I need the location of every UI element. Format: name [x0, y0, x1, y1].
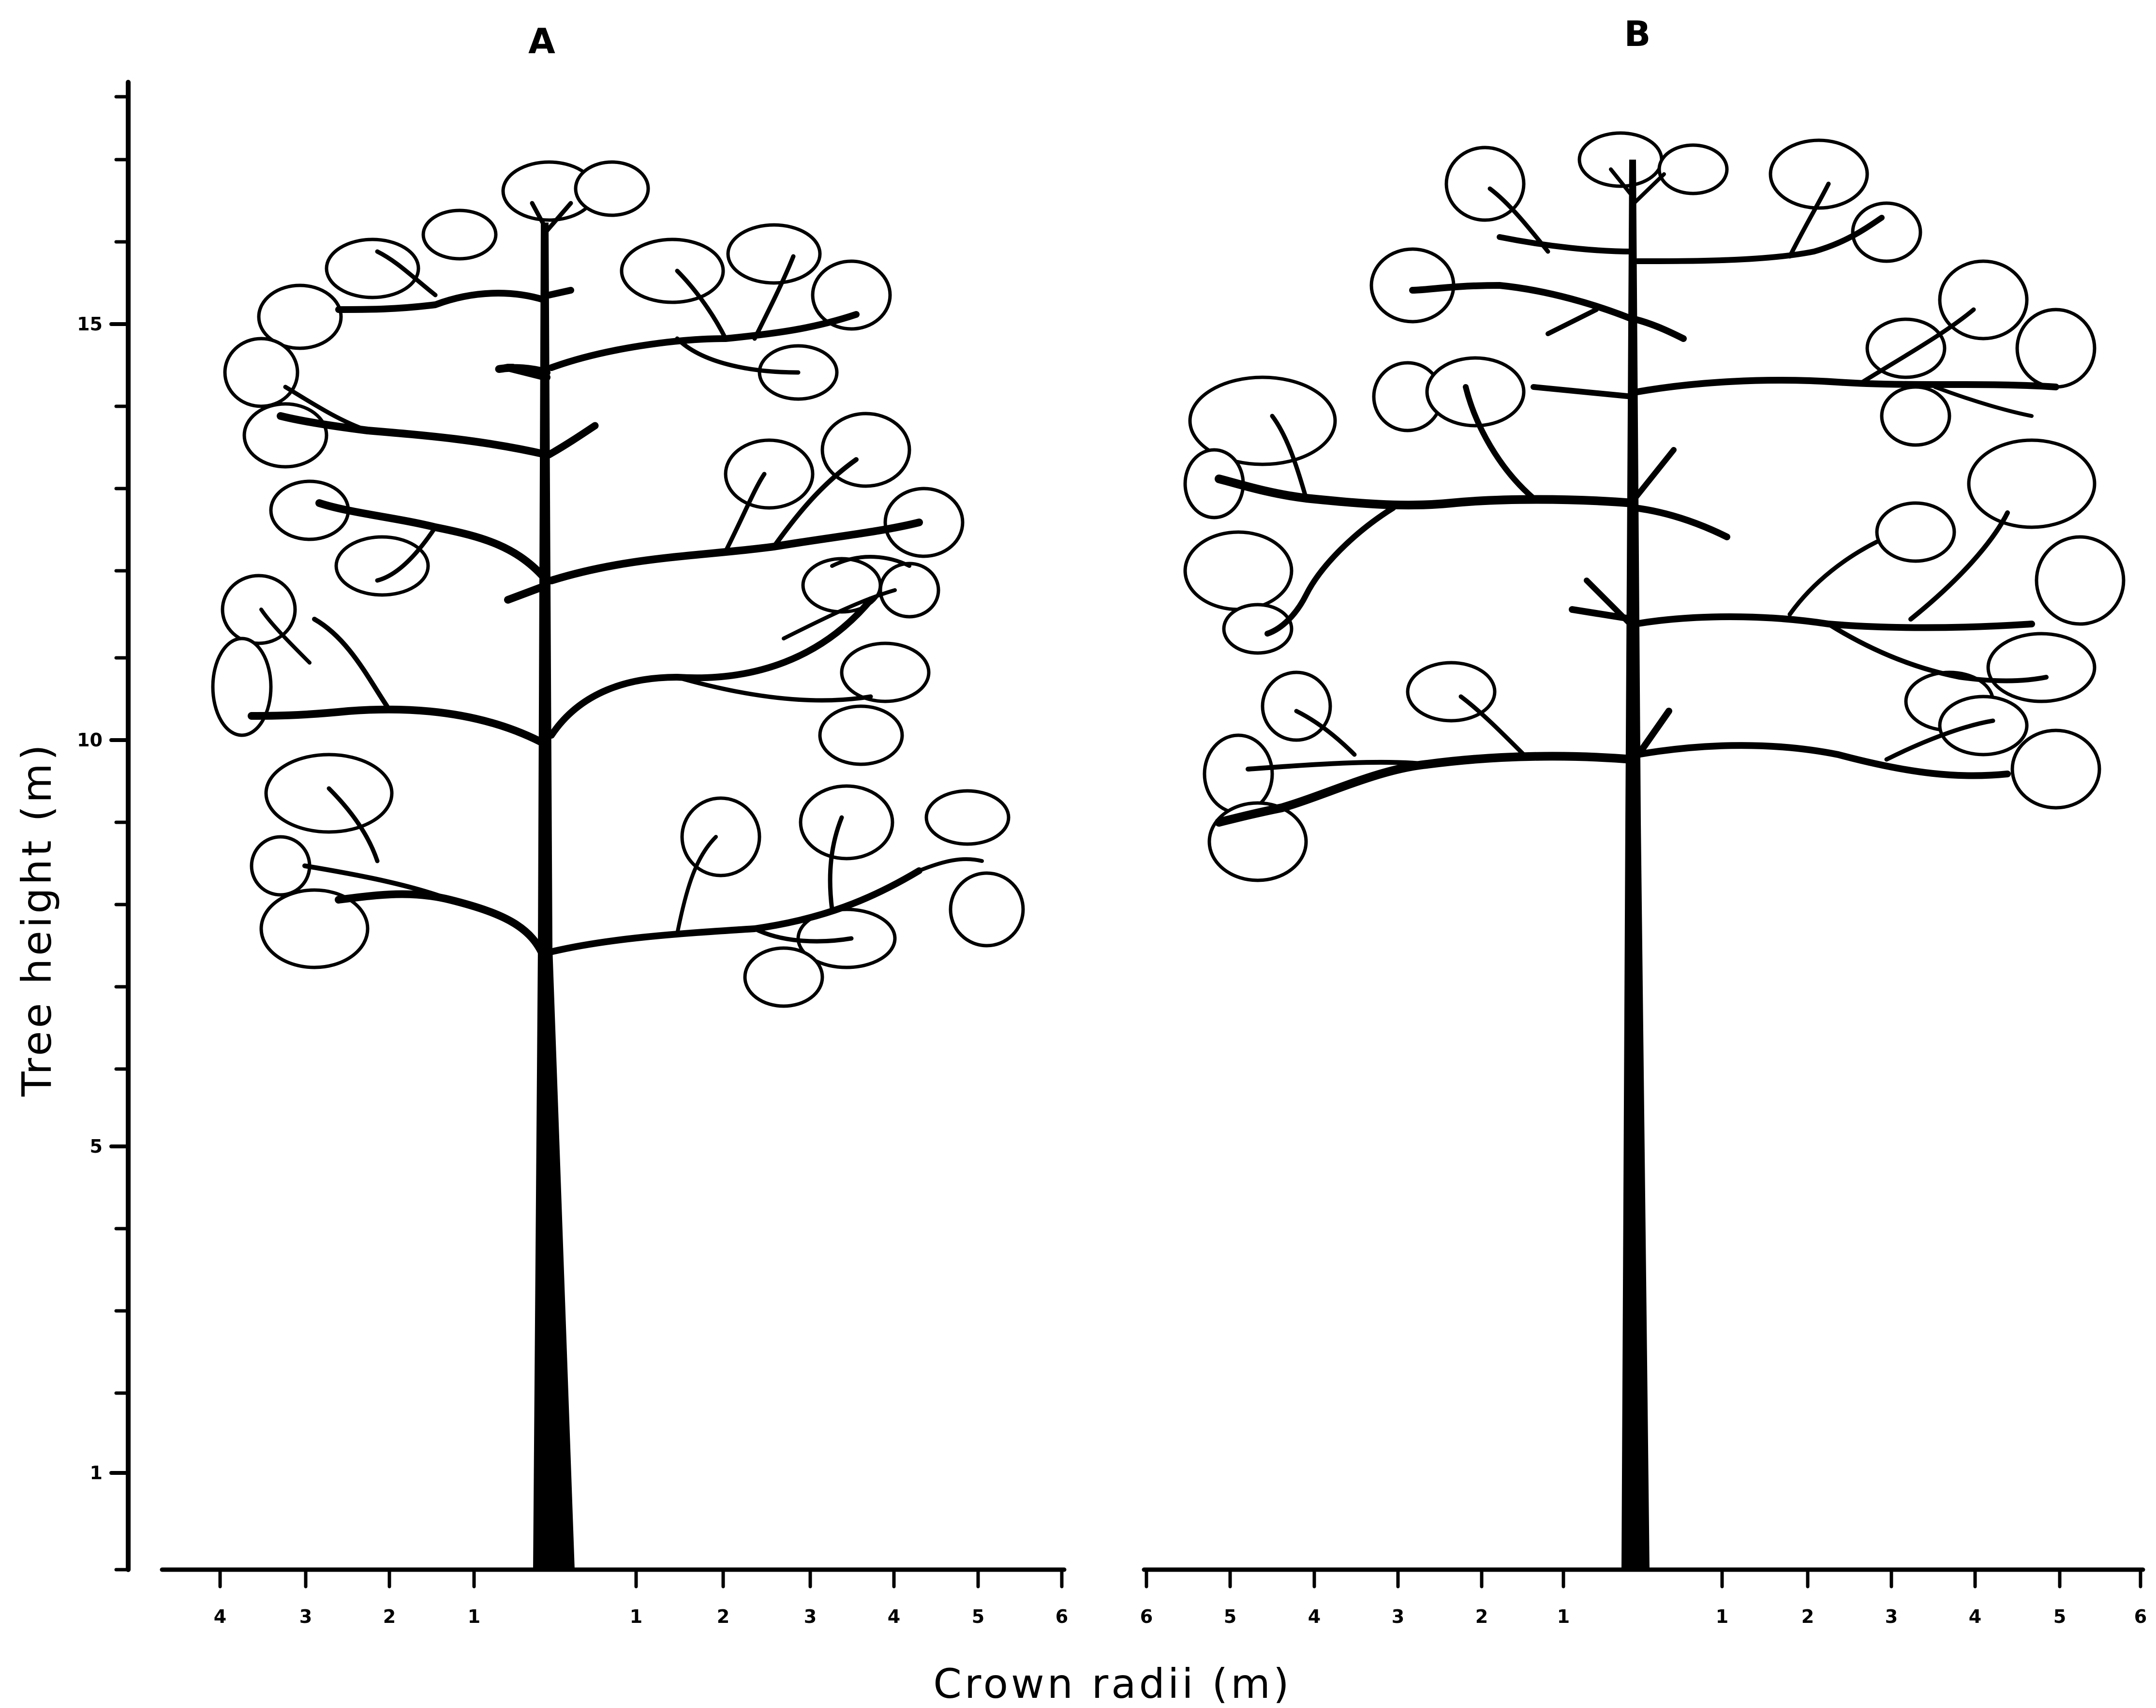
y-tick-label-5: 5 — [90, 1136, 103, 1157]
x-tick-b-right-3: 3 — [1885, 1606, 1898, 1627]
x-tick-a-right-1: 1 — [630, 1606, 642, 1627]
y-axis: 15 10 5 1 Tree height (m) — [13, 82, 128, 1570]
x-axis-a-ticks — [220, 1570, 1062, 1587]
y-axis-major-ticks — [111, 324, 128, 1473]
x-tick-b-left-5: 5 — [1224, 1606, 1236, 1627]
x-tick-b-left-1: 1 — [1557, 1606, 1570, 1627]
x-tick-a-right-3: 3 — [804, 1606, 817, 1627]
x-tick-a-left-1: 1 — [468, 1606, 480, 1627]
x-axis-title: Crown radii (m) — [933, 1660, 1292, 1708]
tree-a — [213, 162, 1023, 1570]
x-tick-b-right-5: 5 — [2053, 1606, 2066, 1627]
x-tick-a-left-4: 4 — [214, 1606, 226, 1627]
x-tick-a-left-3: 3 — [299, 1606, 312, 1627]
y-tick-label-1: 1 — [90, 1462, 103, 1484]
x-tick-b-left-3: 3 — [1392, 1606, 1404, 1627]
tree-b-trunk — [1621, 160, 1650, 1570]
x-tick-b-left-6: 6 — [1140, 1606, 1153, 1627]
y-tick-label-15: 15 — [77, 313, 103, 335]
x-tick-b-left-2: 2 — [1475, 1606, 1488, 1627]
x-axis-b-ticks — [1146, 1570, 2141, 1587]
y-axis-title: Tree height (m) — [13, 742, 60, 1097]
x-tick-b-right-2: 2 — [1801, 1606, 1814, 1627]
x-tick-b-right-4: 4 — [1969, 1606, 1981, 1627]
x-tick-a-right-4: 4 — [888, 1606, 900, 1627]
panel-label-b: B — [1624, 14, 1651, 54]
x-tick-a-right-6: 6 — [1056, 1606, 1068, 1627]
x-tick-b-right-1: 1 — [1716, 1606, 1728, 1627]
x-tick-a-right-2: 2 — [717, 1606, 729, 1627]
panel-label-a: A — [528, 21, 555, 61]
x-axis-b: 6 5 4 3 2 1 1 2 3 4 5 6 — [1140, 1570, 2147, 1627]
tree-b — [1185, 133, 2124, 1570]
x-tick-a-right-5: 5 — [972, 1606, 984, 1627]
x-tick-b-right-6: 6 — [2134, 1606, 2147, 1627]
tree-a-trunk — [533, 223, 575, 1570]
y-tick-label-10: 10 — [77, 729, 103, 751]
x-tick-a-left-2: 2 — [383, 1606, 396, 1627]
x-tick-b-left-4: 4 — [1308, 1606, 1321, 1627]
tree-b-foliage — [1185, 133, 2124, 880]
x-axis-a: 4 3 2 1 1 2 3 4 5 6 — [162, 1570, 1068, 1627]
